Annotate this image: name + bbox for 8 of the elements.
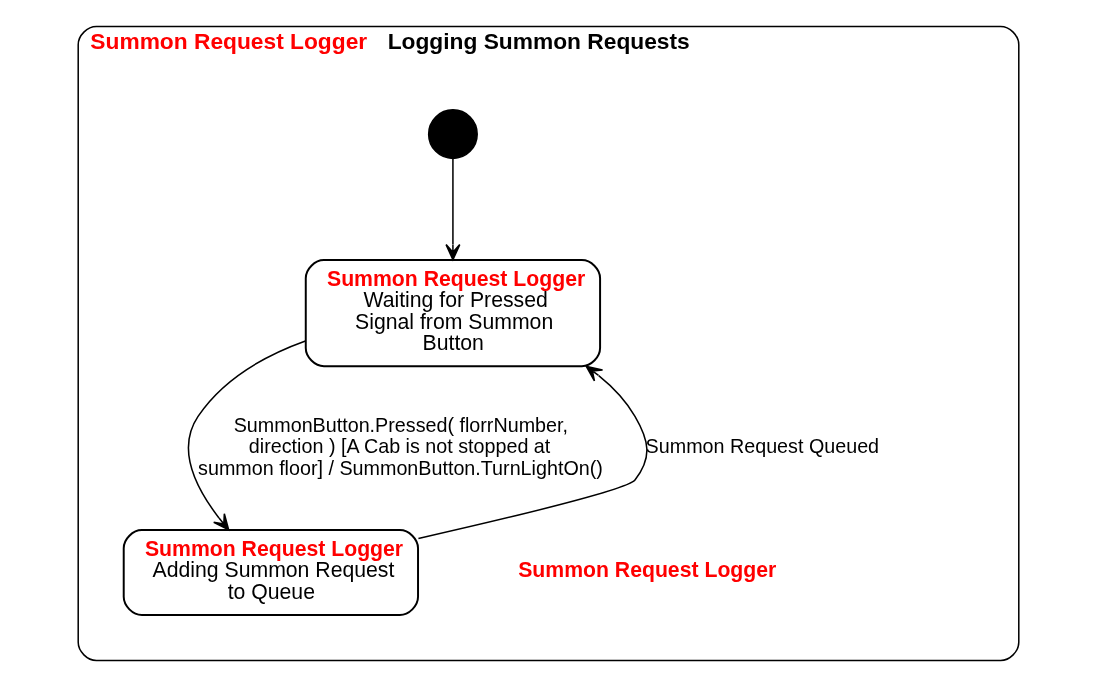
edge-label: SummonButton.Pressed( florrNumber, direction ) [A Cab is not stopped at summon floor] / SummonButton.TurnLightOn() xyxy=(198,414,603,479)
node-box: Summon Request Logger Waiting for Pressed Signal from Summon Button xyxy=(304,259,602,368)
label: Summon Request Logger xyxy=(518,557,777,581)
node-circle xyxy=(427,109,478,160)
node-box: Summon Request Logger Adding Summon Request to Queue xyxy=(122,529,419,617)
arrow xyxy=(417,365,648,540)
arrow xyxy=(445,157,461,261)
arrow xyxy=(187,340,307,531)
